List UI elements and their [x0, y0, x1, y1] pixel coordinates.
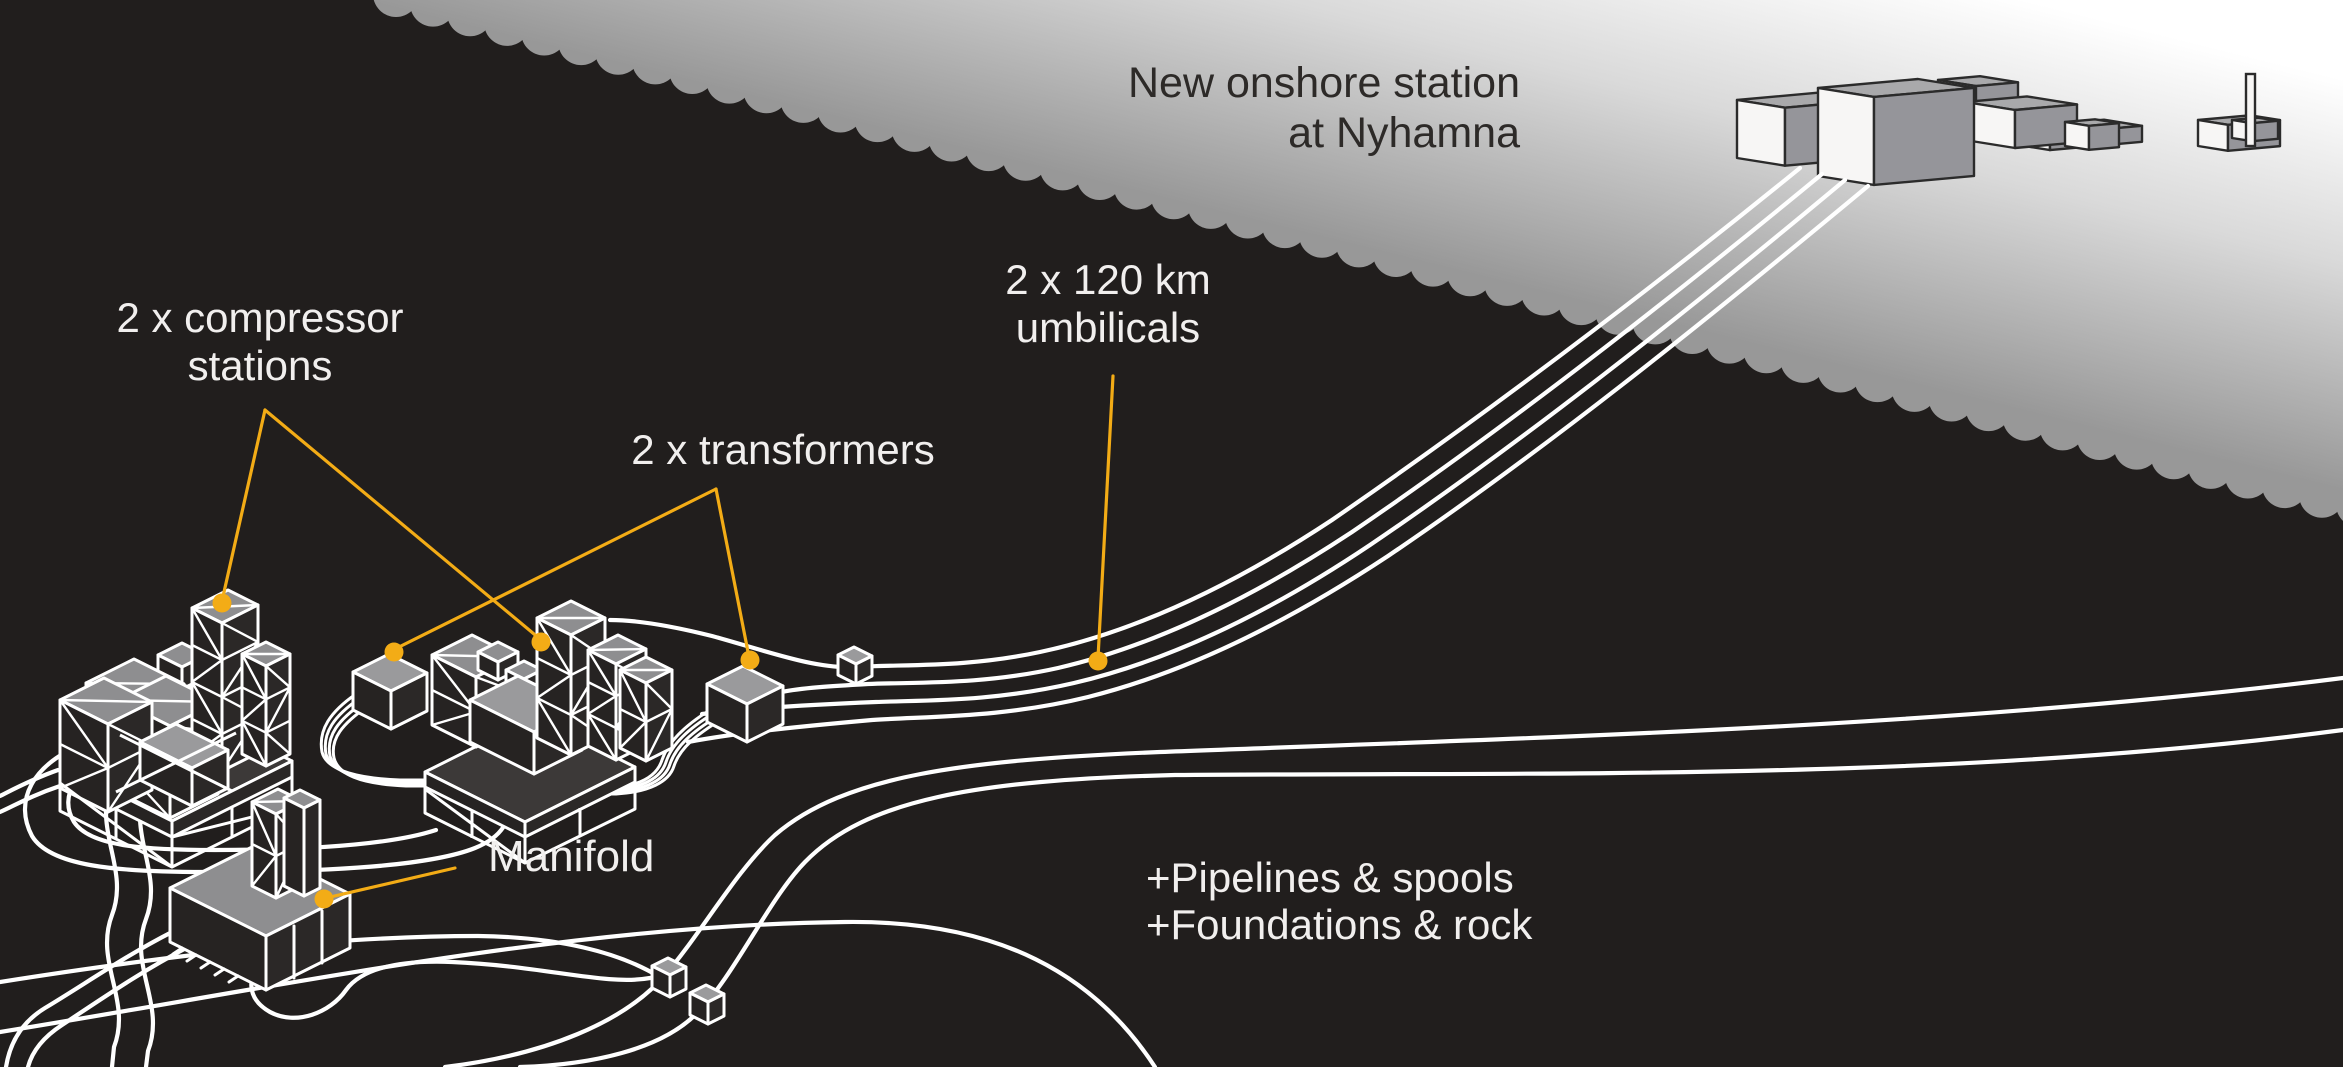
marker-dot-manifold — [314, 889, 334, 909]
label-umbilicals-line1: 2 x 120 km — [1005, 256, 1211, 303]
flare-stack-illustration — [2244, 72, 2257, 148]
leader-compressor-stations-1 — [220, 408, 267, 603]
leader-lines — [220, 374, 1115, 900]
umbilical-lines — [607, 165, 1871, 745]
leader-transformers-2 — [714, 487, 751, 659]
leader-umbilicals — [1096, 374, 1115, 660]
label-transformers-text: 2 x transformers — [631, 426, 935, 473]
marker-dot-umbilical — [1088, 651, 1108, 671]
leader-manifold — [324, 866, 457, 900]
label-scope-line2: +Foundations & rock — [1146, 901, 1533, 948]
compressor-station-2-skirt — [423, 782, 637, 865]
label-umbilicals: 2 x 120 km umbilicals — [908, 256, 1308, 352]
marker-dot-transformer-2 — [740, 650, 760, 670]
transformer-1-illustration — [351, 652, 429, 731]
leader-compressor-stations-2 — [263, 408, 542, 641]
onshore-station-illustration — [1735, 75, 2282, 187]
label-compressor-stations-line2: stations — [187, 342, 333, 389]
label-scope-notes: +Pipelines & spools +Foundations & rock — [1146, 854, 1532, 948]
marker-dot-station-2 — [531, 632, 551, 652]
transformer-2-illustration — [705, 664, 785, 744]
label-compressor-stations-line1: 2 x compressor — [116, 294, 404, 341]
marker-dots — [212, 593, 1108, 909]
compressor-station-2-illustration — [423, 599, 674, 839]
label-compressor-stations: 2 x compressor stations — [0, 294, 520, 390]
label-onshore-station: New onshore station at Nyhamna — [1020, 58, 1520, 158]
transformer-1-cables — [319, 692, 426, 788]
pipeline-tie-in-cubes — [650, 645, 874, 1026]
label-manifold-text: Manifold — [488, 832, 655, 881]
leader-transformers-1 — [393, 487, 718, 651]
marker-dot-station-1 — [212, 593, 232, 613]
label-onshore-station-line1: New onshore station — [1128, 59, 1520, 107]
label-transformers: 2 x transformers — [583, 426, 983, 474]
label-manifold: Manifold — [488, 833, 654, 881]
shoreline-scallop-edge — [373, 0, 2343, 521]
label-onshore-station-line2: at Nyhamna — [1288, 109, 1520, 157]
label-scope-line1: +Pipelines & spools — [1146, 854, 1514, 901]
manifold-details — [171, 909, 324, 984]
label-umbilicals-line2: umbilicals — [1015, 304, 1201, 351]
marker-dot-transformer-1 — [384, 642, 404, 662]
